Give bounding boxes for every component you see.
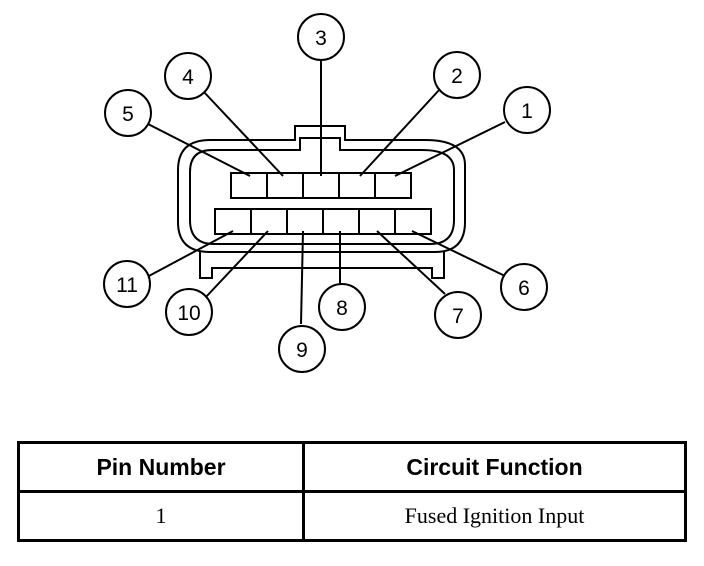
leader-line-1 bbox=[394, 121, 506, 177]
callout-label-10: 10 bbox=[177, 302, 200, 325]
terminal-1 bbox=[374, 172, 412, 199]
callout-pin-4: 4 bbox=[164, 52, 212, 100]
terminal-3 bbox=[302, 172, 340, 199]
leader-line-11 bbox=[146, 230, 234, 278]
callout-label-3: 3 bbox=[315, 27, 327, 50]
table-header-row: Pin Number Circuit Function bbox=[17, 441, 687, 493]
callout-pin-2: 2 bbox=[433, 51, 481, 99]
terminal-4 bbox=[266, 172, 304, 199]
leader-line-5 bbox=[147, 123, 251, 177]
leader-line-10 bbox=[204, 230, 269, 299]
terminal-2 bbox=[338, 172, 376, 199]
callout-label-1: 1 bbox=[521, 100, 533, 123]
leader-line-4 bbox=[202, 90, 284, 177]
terminal-10 bbox=[250, 208, 288, 235]
callout-pin-3: 3 bbox=[297, 13, 345, 61]
terminal-9 bbox=[286, 208, 324, 235]
connector-housing bbox=[177, 125, 466, 279]
header-circuit-function: Circuit Function bbox=[302, 441, 687, 493]
leader-line-9 bbox=[300, 230, 304, 325]
callout-label-8: 8 bbox=[336, 297, 348, 320]
pin-callouts: 1 2 3 4 5 6 7 8 bbox=[103, 13, 551, 373]
callout-pin-11: 11 bbox=[103, 260, 151, 308]
callout-label-5: 5 bbox=[122, 103, 134, 126]
callout-label-7: 7 bbox=[452, 305, 464, 328]
leader-line-2 bbox=[359, 88, 441, 177]
cell-circuit-function: Fused Ignition Input bbox=[302, 490, 687, 542]
callout-pin-9: 9 bbox=[278, 325, 326, 373]
leader-line-7 bbox=[376, 230, 446, 295]
leader-line-6 bbox=[411, 230, 506, 277]
callout-pin-7: 7 bbox=[434, 291, 482, 339]
callout-label-2: 2 bbox=[451, 65, 463, 88]
header-pin-number: Pin Number bbox=[17, 441, 305, 493]
callout-label-4: 4 bbox=[182, 66, 194, 89]
callout-label-9: 9 bbox=[296, 339, 308, 362]
leader-lines bbox=[146, 59, 506, 325]
pin-function-table: Pin Number Circuit Function 1 Fused Igni… bbox=[17, 441, 687, 542]
callout-pin-10: 10 bbox=[165, 288, 213, 336]
callout-label-6: 6 bbox=[518, 277, 530, 300]
terminal-row-bottom bbox=[214, 208, 432, 235]
terminal-6 bbox=[394, 208, 432, 235]
callout-pin-1: 1 bbox=[503, 86, 551, 134]
callout-pin-8: 8 bbox=[318, 283, 366, 331]
callout-label-11: 11 bbox=[116, 274, 138, 297]
terminal-7 bbox=[358, 208, 396, 235]
table-row: 1 Fused Ignition Input bbox=[17, 490, 687, 542]
terminal-11 bbox=[214, 208, 252, 235]
terminal-5 bbox=[230, 172, 268, 199]
callout-pin-5: 5 bbox=[104, 89, 152, 137]
terminal-row-top bbox=[230, 172, 412, 199]
connector-diagram: 1 2 3 4 5 6 7 8 bbox=[103, 13, 551, 373]
cell-pin-number: 1 bbox=[17, 490, 305, 542]
callout-pin-6: 6 bbox=[500, 263, 548, 311]
terminal-8 bbox=[322, 208, 360, 235]
